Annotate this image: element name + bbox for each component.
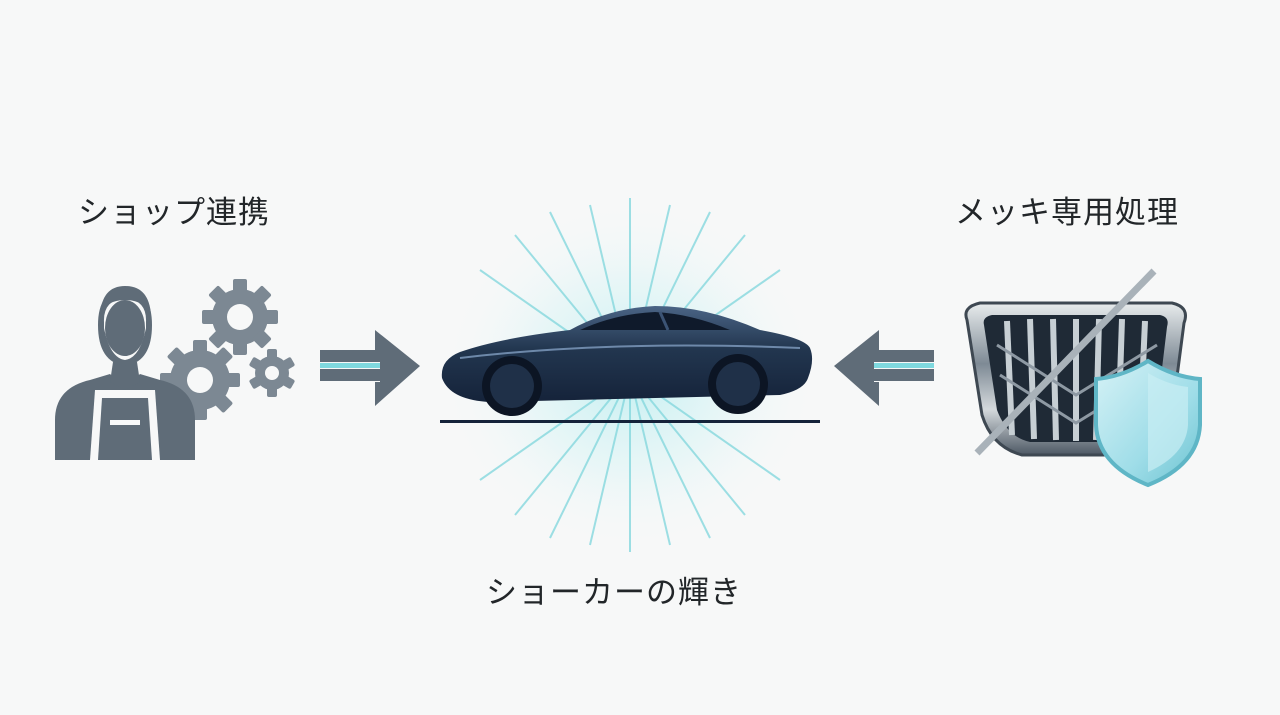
arrow-right-icon (320, 330, 420, 406)
small-gear-icon (249, 349, 295, 397)
mechanic-with-gears-icon (55, 279, 295, 460)
chrome-grille-with-shield-icon (964, 268, 1202, 488)
medium-gear-icon (160, 340, 240, 420)
large-gear-icon (202, 279, 278, 355)
sports-car-icon (440, 198, 820, 552)
shop-partnership-label: ショップ連携 (78, 195, 270, 231)
showcar-shine-label: ショーカーの輝き (486, 575, 742, 611)
plating-treatment-label: メッキ専用処理 (955, 195, 1179, 231)
arrow-left-icon (834, 330, 934, 406)
mechanic-figure (55, 286, 195, 460)
strike-through-line (974, 268, 1157, 456)
